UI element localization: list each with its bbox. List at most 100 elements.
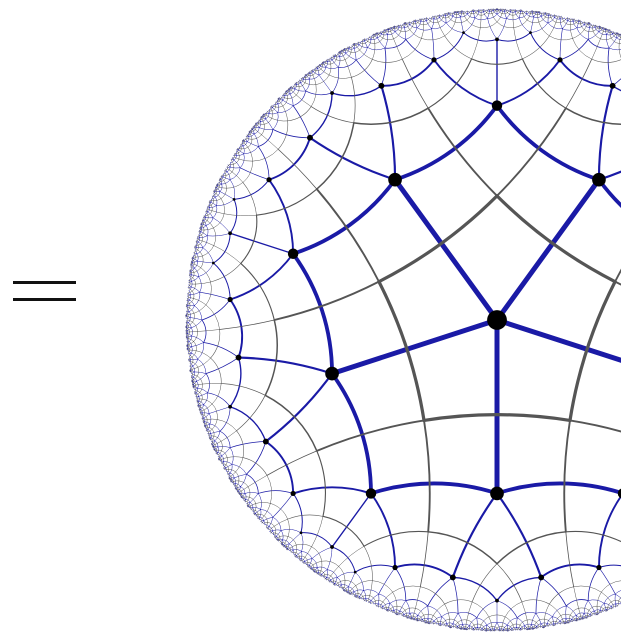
primal-edge-2124 [204, 426, 206, 428]
primal-edge-1229 [571, 620, 574, 622]
primal-edge-4 [377, 194, 499, 284]
dual-edge-2097 [252, 507, 254, 512]
dual-edge-3 [329, 317, 500, 377]
primal-edge-2099 [244, 500, 248, 502]
dual-edge-414 [486, 622, 498, 626]
primal-edge-84 [421, 35, 445, 41]
primal-edge-2229 [238, 147, 242, 150]
primal-edge-472 [560, 615, 564, 622]
dual-edge-629 [589, 26, 596, 29]
primal-edge-238 [437, 22, 445, 37]
primal-edge-508 [201, 398, 213, 405]
dual-edge-411 [496, 622, 508, 626]
primal-edge-445 [324, 574, 331, 577]
dual-edge-154 [457, 613, 463, 625]
primal-edge-460 [255, 502, 271, 504]
dual-edge-89 [496, 32, 531, 42]
dual-edge-168 [257, 490, 294, 494]
primal-edge-2260 [301, 77, 304, 79]
dual-edge-549 [205, 225, 209, 237]
primal-edge-2100 [243, 499, 245, 502]
dual-edge-463 [552, 616, 555, 625]
dual-edge-236 [404, 27, 407, 40]
primal-edge-540 [220, 198, 225, 215]
primal-edge-550 [201, 240, 215, 246]
dual-edge-156 [417, 605, 428, 616]
vertex-49 [211, 261, 215, 265]
primal-edge-275 [600, 31, 604, 40]
primal-edge-1507 [277, 99, 280, 102]
primal-edge-148 [471, 601, 490, 618]
dual-edge-2007 [403, 614, 406, 618]
dual-edge-2153 [187, 299, 190, 304]
dual-tiling-edges [185, 8, 621, 632]
dual-edge-431 [417, 615, 423, 620]
primal-edge-525 [192, 374, 198, 377]
dual-edge-355 [587, 600, 595, 612]
dual-edge-352 [614, 593, 616, 605]
primal-edge-943 [587, 609, 590, 616]
primal-edge-1581 [530, 11, 532, 15]
primal-edge-83 [401, 38, 422, 60]
dual-edge-276 [605, 29, 607, 35]
primal-edge-1187 [289, 544, 297, 549]
primal-edge-1397 [223, 180, 227, 189]
dual-edge-2009 [393, 609, 396, 614]
primal-edge-497 [216, 449, 222, 452]
primal-edge-2250 [199, 226, 201, 229]
dual-edge-182 [217, 446, 231, 448]
dual-edge-227 [530, 16, 534, 33]
dual-edge-2010 [392, 609, 395, 614]
dual-edge-75 [292, 105, 311, 139]
primal-edge-1186 [274, 525, 277, 534]
primal-edge-3 [377, 280, 426, 423]
vertex-6 [491, 100, 503, 111]
primal-edge-2083 [285, 548, 288, 550]
primal-edge-2016 [379, 606, 382, 609]
primal-edge-1932 [583, 616, 585, 619]
vertex-42 [462, 31, 465, 35]
vertex-34 [330, 545, 334, 549]
primal-edge-159 [392, 585, 421, 593]
dual-edge-57 [540, 563, 600, 579]
primal-edge-1235 [563, 621, 565, 624]
dual-edge-596 [381, 33, 388, 36]
dual-edge-673 [509, 9, 511, 12]
primal-edge-2040 [327, 579, 330, 582]
dual-edge-1917 [598, 609, 601, 614]
primal-edge-1479 [255, 124, 257, 127]
dual-edge-1159 [347, 586, 349, 592]
primal-edge-189 [205, 281, 212, 306]
vertex-17 [235, 354, 242, 361]
primal-edge-2257 [202, 220, 204, 224]
primal-edge-10 [614, 280, 621, 286]
primal-edge-1536 [374, 33, 377, 36]
primal-edge-476 [526, 619, 529, 627]
primal-edge-86 [471, 27, 481, 60]
primal-edge-220 [393, 38, 403, 60]
dual-edge-467 [571, 615, 577, 620]
primal-edge-1254 [234, 485, 237, 487]
primal-edge-2328 [348, 592, 350, 595]
primal-edge-1334 [187, 313, 195, 315]
dual-edge-174 [516, 612, 537, 619]
dual-edge-202 [212, 232, 231, 264]
primal-edge-31 [591, 58, 621, 63]
dual-edge-1187 [289, 543, 294, 551]
primal-edge-492 [221, 457, 228, 460]
primal-edge-1215 [553, 624, 556, 626]
dual-edge-1590 [571, 18, 574, 22]
primal-edge-2066 [295, 556, 298, 558]
primal-edge-2137 [197, 402, 201, 404]
primal-edge-2170 [188, 281, 191, 285]
dual-edge-2120 [205, 429, 209, 431]
dual-edge-162 [327, 546, 333, 570]
primal-edge-73 [277, 148, 318, 190]
dual-edge-31 [607, 47, 613, 87]
dual-edge-169 [552, 605, 567, 617]
dual-edge-2023 [365, 598, 367, 603]
dual-edge-530 [190, 358, 198, 361]
dual-edge-2212 [209, 200, 212, 203]
primal-edge-170 [573, 586, 579, 609]
primal-edge-205 [223, 213, 257, 216]
